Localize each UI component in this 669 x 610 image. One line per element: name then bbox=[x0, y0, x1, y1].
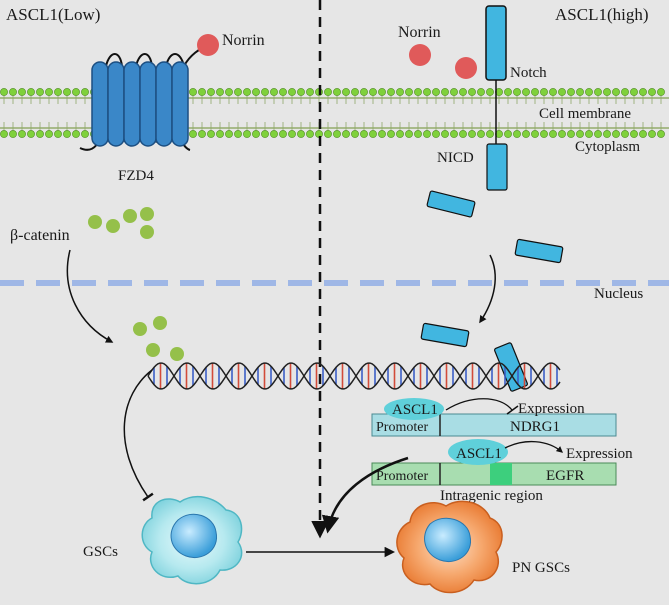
egfr-promoter-label: Promoter bbox=[376, 469, 428, 484]
beta-catenin-icon-group bbox=[88, 207, 154, 239]
nicd-fragment-icon-2 bbox=[514, 238, 564, 264]
label-beta-catenin: β-catenin bbox=[10, 227, 70, 244]
label-cytoplasm: Cytoplasm bbox=[575, 139, 640, 155]
fzd4-icon bbox=[79, 45, 209, 151]
label-pn-gscs: PN GSCs bbox=[512, 560, 570, 576]
label-cell-membrane: Cell membrane bbox=[539, 106, 631, 122]
label-notch: Notch bbox=[510, 65, 547, 81]
ndrg1-promoter-label: Promoter bbox=[376, 420, 428, 435]
nicd-membrane-icon bbox=[486, 143, 508, 191]
egfr-expression-label: Expression bbox=[566, 446, 633, 462]
egfr-to-pn-arrow bbox=[321, 456, 409, 534]
notch-receptor-icon bbox=[485, 5, 507, 81]
dna-helix-icon bbox=[147, 362, 561, 390]
nicd-arrow bbox=[479, 254, 496, 324]
egfr-ascl1-label: ASCL1 bbox=[456, 446, 502, 462]
egfr-panel: Promoter EGFR ASCL1 Expression Intrageni… bbox=[371, 439, 633, 504]
gscs-cell-icon bbox=[141, 495, 243, 585]
ndrg1-gene-label: NDRG1 bbox=[510, 419, 560, 435]
label-nicd: NICD bbox=[437, 150, 474, 166]
norrin-left-icon bbox=[197, 34, 219, 56]
egfr-intragenic-label: Intragenic region bbox=[440, 488, 543, 504]
beta-catenin-arrow bbox=[66, 249, 114, 343]
egfr-gene-label: EGFR bbox=[546, 468, 584, 484]
label-nucleus: Nucleus bbox=[594, 286, 643, 302]
norrin-right-icon-1 bbox=[409, 44, 431, 66]
nicd-fragment-icon-1 bbox=[426, 190, 476, 218]
inhibition-line bbox=[123, 369, 154, 502]
norrin-right-icon-2 bbox=[455, 57, 477, 79]
label-norrin-left: Norrin bbox=[222, 32, 265, 49]
title-ascl1-low: ASCL1(Low) bbox=[6, 5, 100, 24]
ndrg1-panel: Promoter NDRG1 ASCL1 Expression bbox=[371, 398, 617, 437]
ndrg1-ascl1-label: ASCL1 bbox=[392, 402, 438, 418]
nicd-fragment-icon-4 bbox=[494, 342, 528, 392]
pn-gscs-cell-icon bbox=[396, 500, 503, 594]
nicd-fragment-icon-3 bbox=[420, 322, 470, 348]
ndrg1-expression-label: Expression bbox=[518, 401, 585, 417]
label-gscs: GSCs bbox=[83, 544, 118, 560]
label-norrin-right: Norrin bbox=[398, 24, 441, 41]
label-fzd4: FZD4 bbox=[118, 168, 154, 184]
beta-catenin-nuclear-icon-group bbox=[133, 316, 184, 361]
title-ascl1-high: ASCL1(high) bbox=[555, 5, 649, 24]
